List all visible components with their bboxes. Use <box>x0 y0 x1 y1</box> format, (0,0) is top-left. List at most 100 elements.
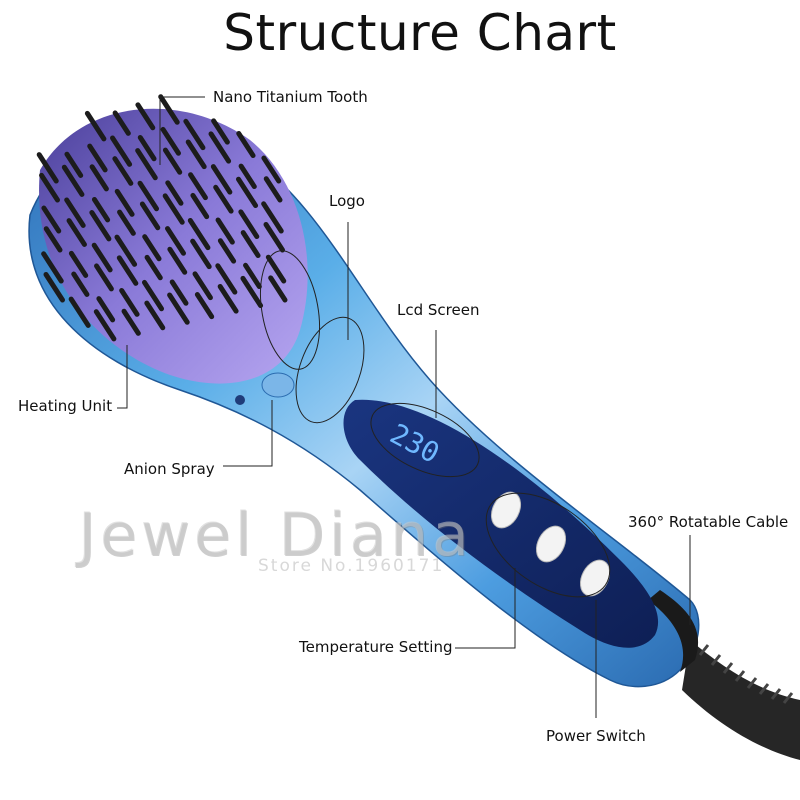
bristle <box>61 164 85 197</box>
anion-spray-nozzle <box>235 372 295 405</box>
bristle <box>185 139 207 170</box>
leader-heating-unit <box>117 345 128 409</box>
bristle <box>64 197 86 228</box>
callout-buttons-ellipse <box>485 492 611 598</box>
bristle <box>137 135 157 162</box>
bristle <box>71 271 90 297</box>
bristle <box>119 288 140 317</box>
bristle <box>183 118 206 151</box>
label-temperature-setting: Temperature Setting <box>299 638 453 656</box>
temperature-down-button[interactable] <box>531 521 572 567</box>
nano-titanium-bristles <box>36 94 288 342</box>
bristle <box>96 296 116 323</box>
bristle <box>112 110 131 136</box>
chart-title: Structure Chart <box>223 4 617 62</box>
bristle <box>89 210 112 242</box>
bristle <box>141 279 165 312</box>
bristle <box>188 172 208 201</box>
callout-ellipses <box>260 250 611 598</box>
bristle <box>114 234 138 267</box>
power-cable <box>682 640 800 760</box>
bristle <box>43 272 65 303</box>
bristle <box>263 222 285 253</box>
bristle <box>167 246 188 275</box>
bristle <box>165 226 186 256</box>
bristle <box>84 110 107 142</box>
bristle <box>265 254 287 284</box>
bristle <box>144 254 163 281</box>
bristle <box>139 201 161 231</box>
bristle <box>236 130 256 159</box>
bristle <box>144 300 166 331</box>
bristle <box>162 193 185 225</box>
label-nano-titanium-tooth: Nano Titanium Tooth <box>213 88 368 106</box>
callout-logo-ellipse <box>260 250 320 370</box>
label-logo: Logo <box>329 192 365 210</box>
bristle <box>91 242 113 273</box>
bristle <box>117 209 136 236</box>
bristle <box>211 118 230 145</box>
callout-lcd-ellipse <box>370 402 480 478</box>
bristle <box>68 250 89 278</box>
bristle <box>64 151 84 178</box>
bristle <box>87 143 108 173</box>
bristle <box>215 263 238 295</box>
bristle <box>36 152 59 184</box>
bristle <box>121 308 141 336</box>
leader-nano-titanium-tooth <box>159 96 205 165</box>
bristle <box>94 263 114 292</box>
label-rotatable-cable: 360° Rotatable Cable <box>628 513 789 531</box>
bristle-pad <box>39 108 308 384</box>
bristle <box>190 238 212 270</box>
bristle <box>261 201 284 234</box>
bristle <box>135 102 156 131</box>
leader-temperature-setting <box>455 568 516 649</box>
bristle <box>41 205 62 234</box>
bristle <box>142 234 162 262</box>
bristle <box>110 135 133 167</box>
label-anion-spray: Anion Spray <box>124 460 215 478</box>
bristle <box>187 217 211 251</box>
bristle <box>66 218 87 247</box>
bristle <box>236 176 259 209</box>
bristle <box>160 126 181 156</box>
label-heating-unit: Heating Unit <box>18 397 113 415</box>
bristle <box>238 163 257 190</box>
bristle <box>215 217 235 245</box>
bristle <box>217 238 237 264</box>
bristle <box>210 164 233 195</box>
bristle <box>208 131 232 164</box>
bristle <box>240 230 261 259</box>
bristle <box>91 196 111 223</box>
bristle <box>167 292 190 325</box>
bristle <box>114 188 135 217</box>
bristle <box>158 94 180 125</box>
bristle <box>243 262 262 290</box>
bristle <box>135 148 158 181</box>
bristle <box>68 296 91 328</box>
bristle <box>194 292 215 320</box>
bristle <box>217 283 239 314</box>
bristle <box>165 180 184 206</box>
bristle <box>169 279 189 306</box>
watermark-brand: Jewel Diana <box>78 500 473 570</box>
bristle <box>93 309 117 342</box>
bristle <box>261 155 282 184</box>
bristle <box>190 192 210 220</box>
bristle <box>137 180 160 212</box>
watermark-store: Store No.1960171 <box>258 556 445 576</box>
bristle <box>89 164 109 192</box>
bristle <box>238 209 260 240</box>
bristle <box>192 271 213 301</box>
bristle <box>263 176 283 203</box>
bristle <box>41 251 64 284</box>
leader-lines <box>117 96 691 718</box>
bristle <box>268 275 288 303</box>
bristle <box>112 156 134 186</box>
bristle <box>43 226 63 253</box>
bristle <box>240 275 264 309</box>
label-power-switch: Power Switch <box>546 727 646 745</box>
bristle <box>39 172 60 203</box>
